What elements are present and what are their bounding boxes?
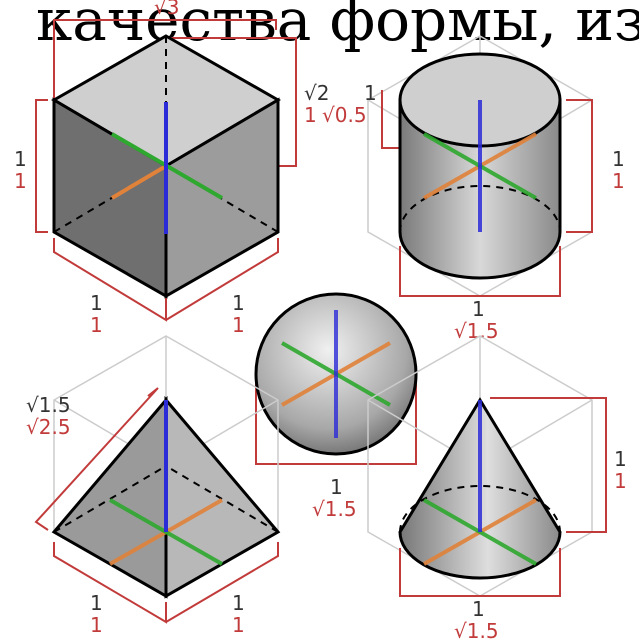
cylinder-top-black-label: 1 (364, 81, 377, 105)
cube-bottom-right-black-label: 1 (232, 291, 245, 315)
cylinder-bottom-red-label: √1.5 (454, 319, 499, 343)
cube-left-black-label: 1 (14, 147, 27, 171)
cone-bottom-black-label: 1 (472, 597, 485, 621)
sphere-bottom-black-label: 1 (330, 475, 343, 499)
sphere-bottom-red-label: √1.5 (312, 497, 357, 521)
pyramid-bottom-right-red-label: 1 (232, 613, 245, 637)
cube-top-dimension (53, 19, 277, 100)
cube-bottom-right-dimension (165, 238, 279, 321)
cube-x-axis (110, 164, 168, 200)
cube-diag-red-label: 1 (304, 103, 317, 127)
cube-diag-black-label: √2 (304, 81, 329, 105)
cone-right-black-label: 1 (614, 447, 627, 471)
pyramid-bottom-right-black-label: 1 (232, 591, 245, 615)
pyramid-figure: √1.5 √2.5 1 1 1 1 (26, 335, 281, 637)
cone-right-red-label: 1 (614, 469, 627, 493)
pyramid-slant-red-label: √2.5 (26, 415, 71, 439)
pyramid-bottom-left-black-label: 1 (90, 591, 103, 615)
pyramid-slant-black-label: √1.5 (26, 393, 71, 417)
pyramid-bottom-left-red-label: 1 (90, 613, 103, 637)
cylinder-right-dimension (566, 99, 593, 233)
pyramid-bottom-left-dimension (53, 542, 167, 624)
cube-bottom-left-dimension (53, 238, 167, 322)
cube-figure: √3 √2 1 1 1 1 1 1 1 (14, 0, 329, 337)
pyramid-slant-dimension (34, 387, 159, 531)
cylinder-bottom-dimension (399, 246, 561, 297)
cube-bottom-right-red-label: 1 (232, 313, 245, 337)
cylinder-top-red-label: √0.5 (322, 103, 367, 127)
cube-top-label: √3 (154, 0, 179, 19)
cube-left-dimension (35, 99, 48, 233)
cylinder-right-black-label: 1 (612, 147, 625, 171)
cone-bottom-dimension (399, 548, 561, 597)
cube-left-red-label: 1 (14, 169, 27, 193)
cone-right-dimension (490, 397, 607, 533)
header-text: качества формы, из (36, 0, 639, 54)
cone-figure: 1 1 1 √1.5 (367, 335, 627, 643)
cylinder-right-red-label: 1 (612, 169, 625, 193)
pyramid-bottom-right-dimension (165, 542, 279, 623)
cone-bottom-red-label: √1.5 (454, 619, 499, 643)
cube-bottom-left-black-label: 1 (90, 291, 103, 315)
cube-bottom-left-red-label: 1 (90, 313, 103, 337)
cylinder-bottom-black-label: 1 (472, 297, 485, 321)
cylinder-figure: 1 √0.5 1 1 1 √1.5 (322, 35, 625, 343)
sphere-bottom-dimension (255, 376, 417, 465)
sphere-figure: 1 √1.5 (254, 292, 418, 521)
